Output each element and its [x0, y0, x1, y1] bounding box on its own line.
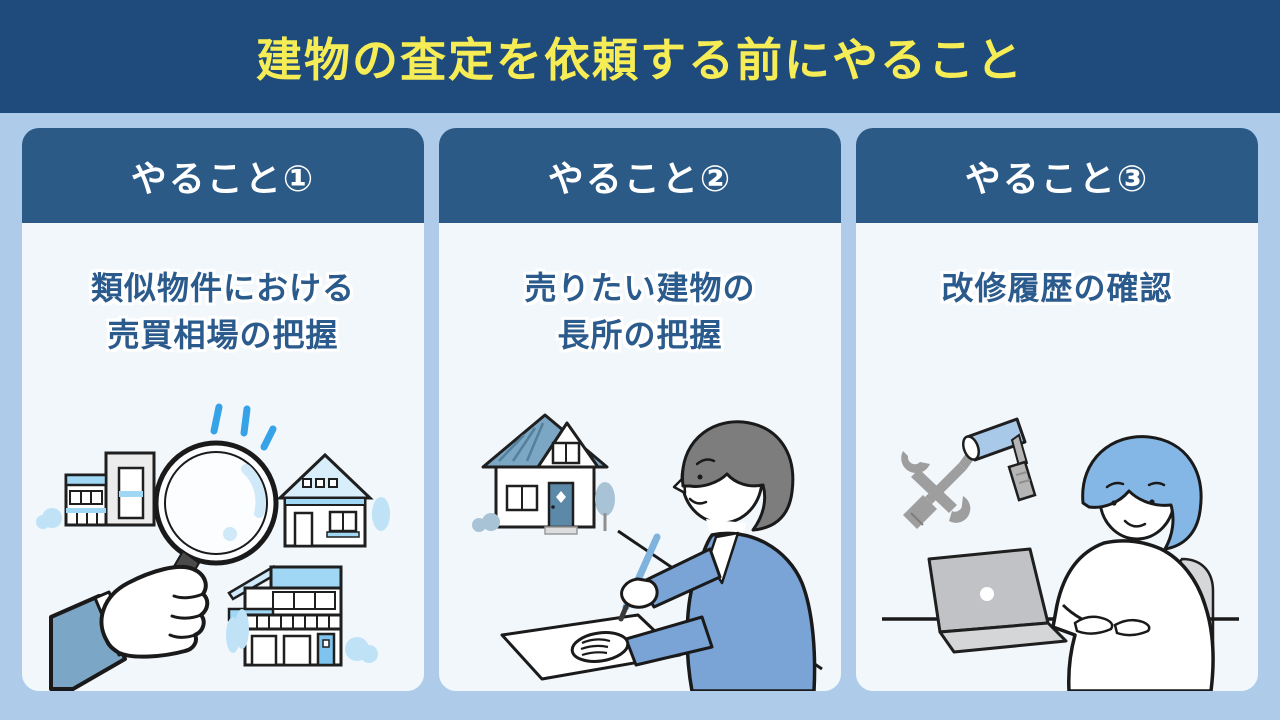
hand-icon: [49, 564, 210, 691]
card-1-header: やること①: [22, 128, 424, 223]
bush-icon: [226, 609, 378, 663]
card-step-2: やること② 売りたい建物の 長所の把握: [439, 128, 841, 691]
card-2-title: 売りたい建物の 長所の把握: [439, 265, 841, 359]
paint-roller-icon: [961, 417, 1037, 502]
house-icon: [481, 413, 609, 535]
sparkle-icon: [210, 403, 277, 451]
woman-typing-icon: [1051, 435, 1215, 691]
card-1-title-line-2: 売買相場の把握: [107, 317, 339, 353]
bush-icon: [472, 482, 615, 532]
gable-house-icon: [276, 452, 374, 548]
two-story-house-icon: [227, 564, 343, 667]
modern-building-icon: [64, 451, 156, 527]
banner: 建物の査定を依頼する前にやること: [0, 0, 1280, 113]
card-2-title-line-2: 長所の把握: [557, 317, 723, 353]
card-3-body: 改修履歴の確認: [856, 223, 1258, 691]
card-step-3: やること③ 改修履歴の確認: [856, 128, 1258, 691]
card-3-title-line-1: 改修履歴の確認: [941, 270, 1173, 306]
card-1-title: 類似物件における 売買相場の把握: [22, 265, 424, 359]
woman-writing-illustration: [472, 413, 823, 691]
card-2-body: 売りたい建物の 長所の把握: [439, 223, 841, 691]
tree-icon: [372, 497, 390, 531]
card-step-1: やること① 類似物件における 売買相場の把握: [22, 128, 424, 691]
laptop-icon: [927, 547, 1068, 654]
card-3-title: 改修履歴の確認: [856, 265, 1258, 312]
magnifier-houses-illustration: [36, 403, 390, 691]
page-title: 建物の査定を依頼する前にやること: [256, 33, 1024, 86]
card-1-title-line-1: 類似物件における: [90, 270, 355, 306]
laptop-tools-illustration: [882, 417, 1239, 691]
card-2-title-line-1: 売りたい建物の: [524, 270, 756, 306]
card-3-header: やること③: [856, 128, 1258, 223]
wrench-screwdriver-icon: [901, 448, 977, 529]
card-2-header: やること②: [439, 128, 841, 223]
cards-row: やること① 類似物件における 売買相場の把握: [0, 113, 1280, 691]
card-1-body: 類似物件における 売買相場の把握: [22, 223, 424, 691]
woman-writing-icon: [500, 420, 817, 691]
